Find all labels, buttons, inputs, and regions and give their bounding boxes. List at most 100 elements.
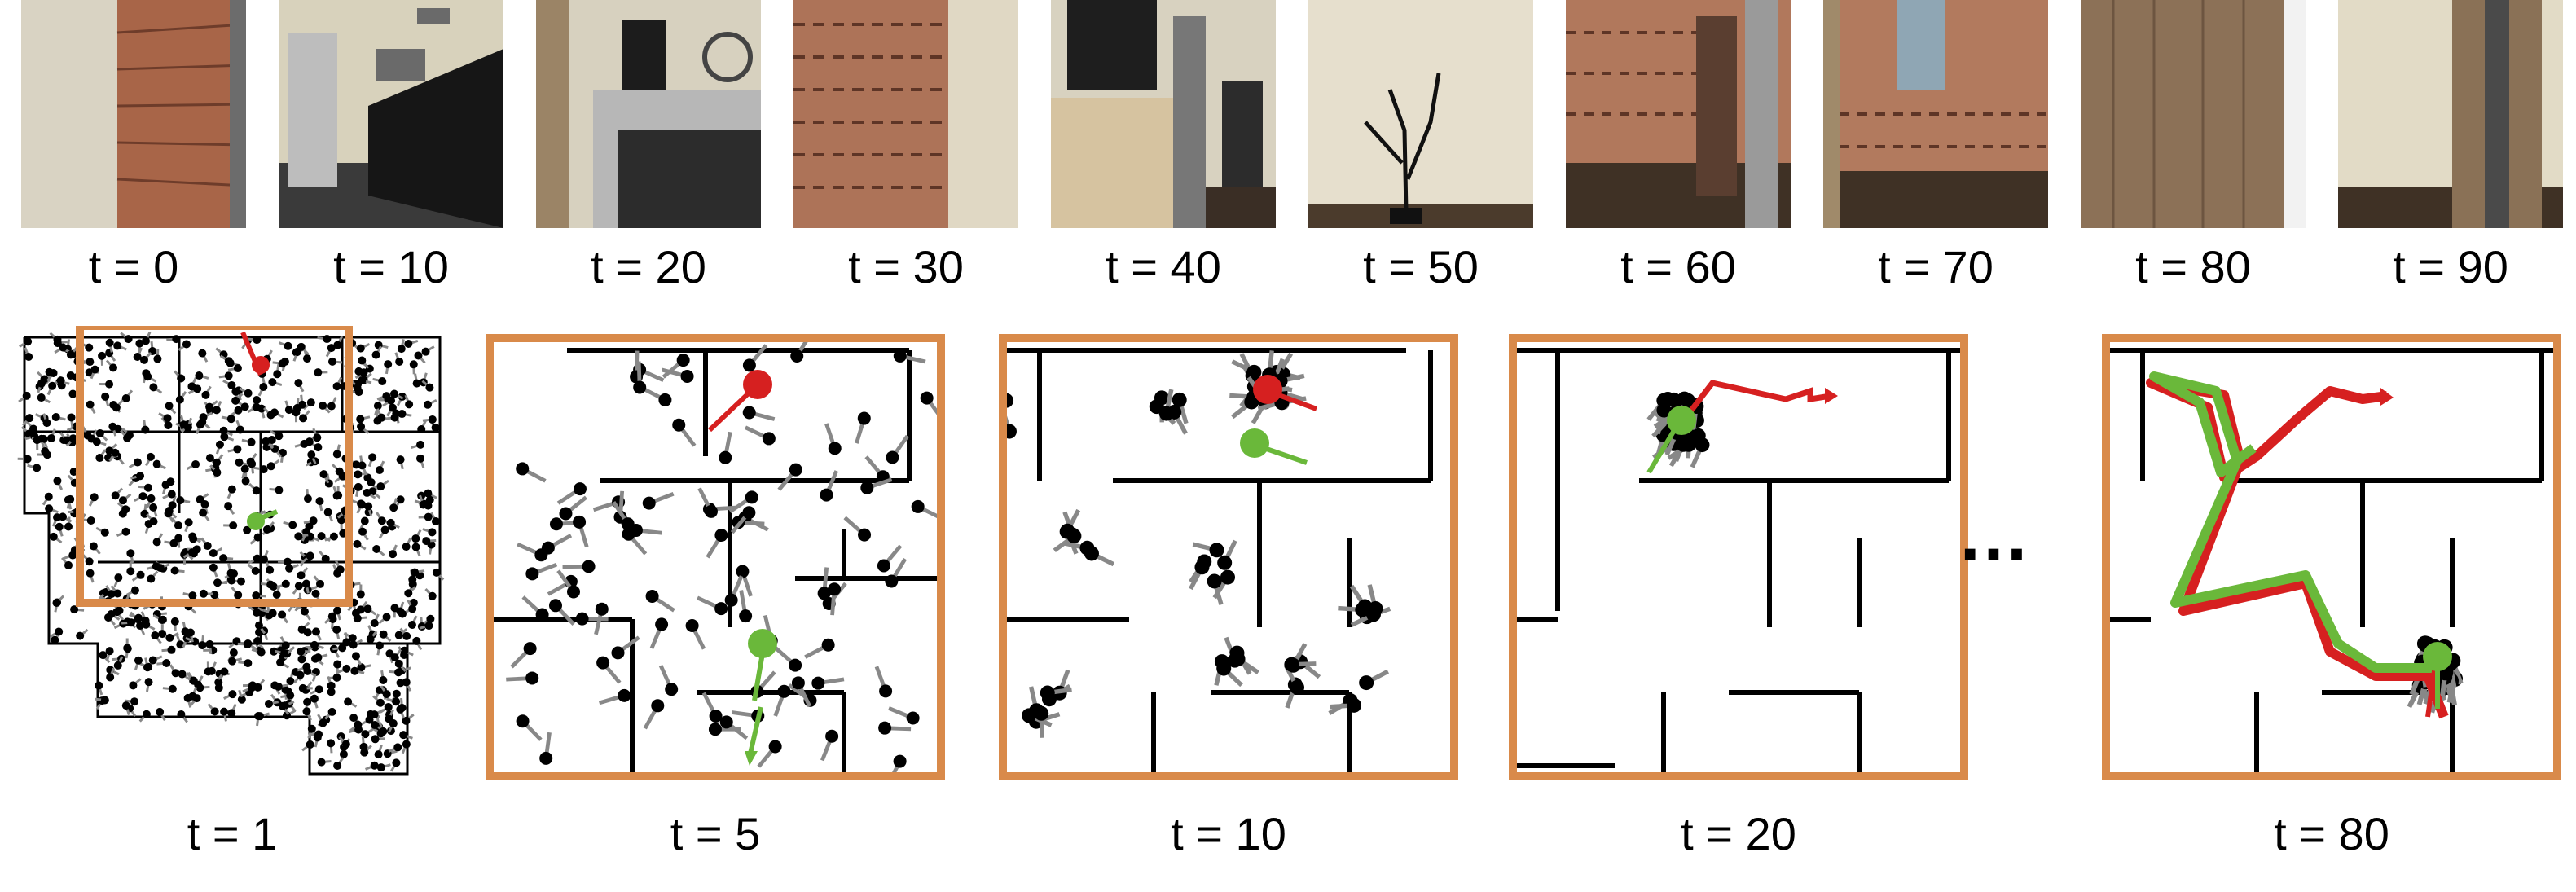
- particle: [307, 724, 316, 733]
- particle: [327, 707, 336, 716]
- particle: [90, 365, 99, 374]
- particle: [292, 403, 301, 412]
- particle: [300, 439, 309, 448]
- particle: [266, 411, 275, 420]
- particle: [791, 676, 805, 690]
- frame-time-label: t = 20: [591, 241, 706, 292]
- estimate-heading: [752, 653, 765, 701]
- true-trajectory: [1677, 380, 1831, 428]
- particle: [378, 377, 387, 386]
- particle: [237, 695, 246, 704]
- particle: [392, 689, 401, 698]
- particle: [768, 740, 782, 754]
- particle: [302, 707, 311, 716]
- particle: [179, 420, 188, 429]
- particle: [297, 647, 306, 656]
- particle: [405, 400, 414, 409]
- particle: [42, 419, 51, 428]
- observation-frame: [1566, 0, 1791, 228]
- particle: [25, 414, 34, 423]
- particle: [382, 690, 391, 699]
- particle: [354, 470, 363, 479]
- particle: [360, 748, 369, 757]
- particle: [252, 402, 261, 411]
- particle: [278, 610, 287, 619]
- particle: [394, 631, 403, 639]
- particle: [371, 350, 380, 359]
- estimate-arrow: [748, 706, 763, 754]
- particle: [86, 358, 95, 367]
- particle: [878, 721, 892, 735]
- particle: [1172, 392, 1187, 407]
- particle: [392, 758, 401, 767]
- estimate-arrowhead: [745, 751, 758, 766]
- particle: [177, 374, 186, 383]
- particle: [198, 641, 207, 650]
- particle: [354, 482, 363, 491]
- map-plot: [486, 334, 945, 780]
- particle: [323, 508, 332, 516]
- particle: [739, 609, 753, 623]
- particle: [566, 585, 580, 599]
- particle: [169, 538, 178, 547]
- particle: [41, 446, 50, 455]
- particle: [911, 499, 925, 513]
- particle: [595, 602, 609, 616]
- particle: [139, 355, 148, 364]
- particle: [402, 740, 411, 749]
- particle: [428, 415, 437, 424]
- particle: [352, 460, 361, 469]
- particle: [215, 440, 224, 449]
- particle: [368, 453, 377, 462]
- particle: [388, 403, 397, 412]
- particle: [398, 410, 407, 419]
- particle: [234, 406, 243, 415]
- particle: [297, 655, 306, 664]
- particle: [220, 667, 229, 676]
- particle: [298, 683, 307, 692]
- particle: [342, 638, 351, 647]
- particle: [158, 630, 167, 639]
- particle: [313, 733, 322, 742]
- particle: [68, 551, 77, 560]
- particle: [111, 448, 120, 457]
- particle: [393, 743, 402, 752]
- particle: [573, 482, 587, 496]
- particle: [123, 644, 132, 653]
- particle: [210, 707, 219, 716]
- particle: [396, 455, 405, 464]
- particle: [893, 349, 907, 363]
- estimate-marker: [247, 512, 265, 530]
- particle: [168, 501, 177, 510]
- particle: [672, 418, 686, 432]
- particle: [164, 509, 173, 518]
- particle: [376, 763, 385, 772]
- particle: [1284, 657, 1299, 672]
- particle: [398, 392, 407, 401]
- particle: [64, 522, 73, 531]
- particle: [228, 690, 237, 699]
- observation-frame: [536, 0, 761, 228]
- particle: [158, 616, 167, 625]
- particle: [49, 368, 58, 377]
- particle: [790, 349, 804, 363]
- particle: [213, 468, 222, 477]
- particle: [213, 578, 222, 587]
- particle: [224, 357, 233, 366]
- particle: [310, 694, 319, 703]
- particle: [189, 676, 198, 685]
- particle: [162, 659, 171, 668]
- particle: [370, 710, 379, 719]
- map-time-label: t = 10: [1171, 808, 1286, 859]
- particle: [356, 590, 365, 599]
- particle: [319, 401, 327, 410]
- particle: [665, 683, 679, 696]
- particle: [416, 454, 425, 463]
- particle: [296, 670, 305, 679]
- particle: [386, 727, 395, 736]
- particle: [817, 587, 831, 600]
- particle: [321, 554, 330, 563]
- true-pose-marker: [252, 356, 270, 374]
- particle: [424, 400, 433, 409]
- particle: [426, 614, 435, 623]
